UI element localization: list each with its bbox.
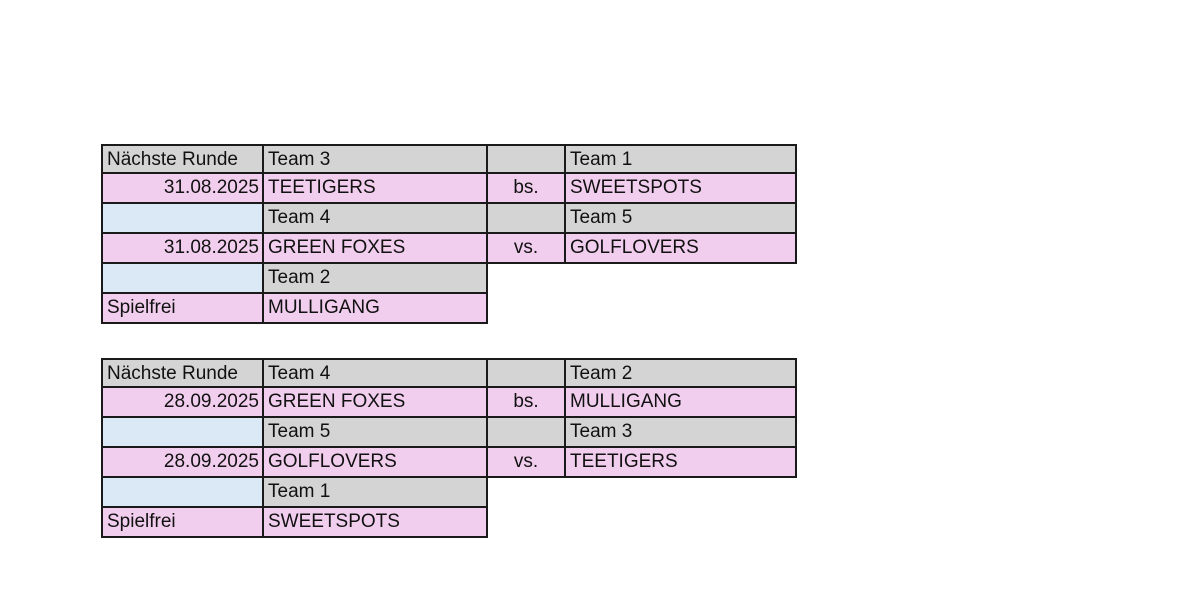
home-team-label-cell[interactable]: Team 5 bbox=[262, 418, 488, 448]
bye-label-cell[interactable]: Spielfrei bbox=[101, 294, 264, 324]
away-team-label-cell[interactable]: Team 3 bbox=[564, 418, 797, 448]
home-team-label-cell[interactable]: Team 4 bbox=[262, 358, 488, 388]
empty-cell[interactable] bbox=[486, 204, 566, 234]
away-team-name-cell[interactable]: TEETIGERS bbox=[564, 448, 797, 478]
bye-team-name-cell[interactable]: MULLIGANG bbox=[262, 294, 488, 324]
empty-cell[interactable] bbox=[101, 204, 264, 234]
empty-cell[interactable] bbox=[486, 418, 566, 448]
round-header-cell[interactable]: Nächste Runde bbox=[101, 358, 264, 388]
match-date-cell[interactable]: 31.08.2025 bbox=[101, 234, 264, 264]
round-header-cell[interactable]: Nächste Runde bbox=[101, 144, 264, 174]
away-team-name-cell[interactable]: GOLFLOVERS bbox=[564, 234, 797, 264]
empty-cell[interactable] bbox=[101, 418, 264, 448]
away-team-name-cell[interactable]: MULLIGANG bbox=[564, 388, 797, 418]
versus-cell[interactable]: vs. bbox=[486, 234, 566, 264]
home-team-name-cell[interactable]: GREEN FOXES bbox=[262, 388, 488, 418]
home-team-name-cell[interactable]: TEETIGERS bbox=[262, 174, 488, 204]
away-team-label-cell[interactable]: Team 2 bbox=[564, 358, 797, 388]
match-date-cell[interactable]: 28.09.2025 bbox=[101, 388, 264, 418]
away-team-label-cell[interactable]: Team 1 bbox=[564, 144, 797, 174]
bye-label-cell[interactable]: Spielfrei bbox=[101, 508, 264, 538]
home-team-label-cell[interactable]: Team 4 bbox=[262, 204, 488, 234]
versus-cell[interactable]: bs. bbox=[486, 174, 566, 204]
empty-cell[interactable] bbox=[486, 358, 566, 388]
home-team-name-cell[interactable]: GREEN FOXES bbox=[262, 234, 488, 264]
empty-cell[interactable] bbox=[101, 264, 264, 294]
match-date-cell[interactable]: 31.08.2025 bbox=[101, 174, 264, 204]
home-team-label-cell[interactable]: Team 3 bbox=[262, 144, 488, 174]
empty-cell[interactable] bbox=[486, 144, 566, 174]
away-team-name-cell[interactable]: SWEETSPOTS bbox=[564, 174, 797, 204]
versus-cell[interactable]: vs. bbox=[486, 448, 566, 478]
match-date-cell[interactable]: 28.09.2025 bbox=[101, 448, 264, 478]
home-team-name-cell[interactable]: GOLFLOVERS bbox=[262, 448, 488, 478]
away-team-label-cell[interactable]: Team 5 bbox=[564, 204, 797, 234]
versus-cell[interactable]: bs. bbox=[486, 388, 566, 418]
empty-cell[interactable] bbox=[101, 478, 264, 508]
bye-team-label-cell[interactable]: Team 1 bbox=[262, 478, 488, 508]
bye-team-label-cell[interactable]: Team 2 bbox=[262, 264, 488, 294]
bye-team-name-cell[interactable]: SWEETSPOTS bbox=[262, 508, 488, 538]
